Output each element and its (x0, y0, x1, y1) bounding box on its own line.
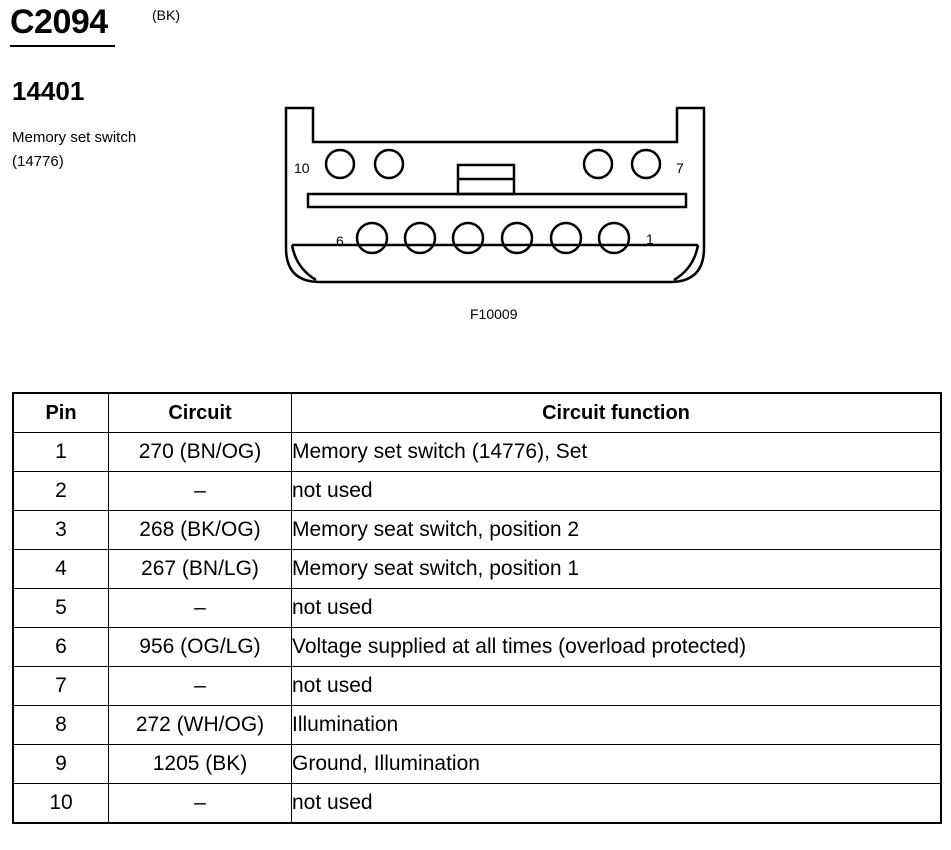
connector-id: C2094 (10, 3, 108, 41)
pin-label-1: 1 (646, 231, 654, 247)
circuit-cell: 267 (BN/LG) (108, 549, 292, 589)
pin-cell: 8 (12, 705, 109, 745)
circuit-cell: 270 (BN/OG) (108, 432, 292, 472)
pin-cell: 1 (12, 432, 109, 472)
pin-cell: 9 (12, 744, 109, 784)
circuit-function-cell: not used (291, 588, 942, 628)
circuit-cell: – (108, 588, 292, 628)
figure-reference: F10009 (470, 306, 518, 322)
pin-5-cavity (403, 221, 437, 255)
circuit-function-cell: Ground, Illumination (291, 744, 942, 784)
circuit-function-cell: not used (291, 471, 942, 511)
table-row: 5–not used (12, 588, 942, 628)
connector-face-diagram: 10 7 6 1 (284, 106, 706, 284)
circuit-cell: 956 (OG/LG) (108, 627, 292, 667)
connector-id-underline (10, 45, 115, 47)
part-number: 14401 (12, 76, 85, 106)
circuit-function-cell: Memory set switch (14776), Set (291, 432, 942, 472)
pin-cell: 3 (12, 510, 109, 550)
circuit-cell: – (108, 666, 292, 706)
circuit-cell: – (108, 783, 292, 824)
pin-10-cavity (324, 148, 356, 180)
header-circuit: Circuit (108, 392, 292, 433)
connector-inner-shell-left (290, 244, 317, 282)
pin-2-cavity (549, 221, 583, 255)
circuit-function-cell: not used (291, 666, 942, 706)
pin-8-cavity (582, 148, 614, 180)
circuit-cell: 268 (BK/OG) (108, 510, 292, 550)
pin-label-6: 6 (336, 233, 344, 249)
pin-9-cavity (373, 148, 405, 180)
table-row: 2–not used (12, 471, 942, 511)
header-circuit-function: Circuit function (291, 392, 942, 433)
table-header-row: Pin Circuit Circuit function (12, 392, 942, 433)
connector-color: (BK) (152, 7, 180, 23)
pin-label-7: 7 (676, 160, 684, 176)
pin-1-cavity (597, 221, 631, 255)
pin-4-cavity (451, 221, 485, 255)
component-number: (14776) (12, 153, 64, 170)
table-row: 10–not used (12, 783, 942, 824)
pin-label-10: 10 (294, 160, 310, 176)
circuit-function-cell: Memory seat switch, position 1 (291, 549, 942, 589)
circuit-function-cell: not used (291, 783, 942, 824)
connector-center-rail (306, 192, 688, 209)
pin-cell: 7 (12, 666, 109, 706)
pin-cell: 5 (12, 588, 109, 628)
pin-7-cavity (630, 148, 662, 180)
circuit-cell: 1205 (BK) (108, 744, 292, 784)
table-row: 7–not used (12, 666, 942, 706)
pin-3-cavity (500, 221, 534, 255)
circuit-function-cell: Illumination (291, 705, 942, 745)
circuit-cell: – (108, 471, 292, 511)
header-pin: Pin (12, 392, 109, 433)
pin-cell: 10 (12, 783, 109, 824)
pin-6-cavity (355, 221, 389, 255)
circuit-function-cell: Memory seat switch, position 2 (291, 510, 942, 550)
connector-inner-shell-right (673, 244, 700, 282)
pin-cell: 2 (12, 471, 109, 511)
circuit-cell: 272 (WH/OG) (108, 705, 292, 745)
pin-cell: 6 (12, 627, 109, 667)
circuit-function-cell: Voltage supplied at all times (overload … (291, 627, 942, 667)
component-name: Memory set switch (12, 129, 137, 146)
connector-housing-outline (284, 106, 706, 284)
pin-cell: 4 (12, 549, 109, 589)
